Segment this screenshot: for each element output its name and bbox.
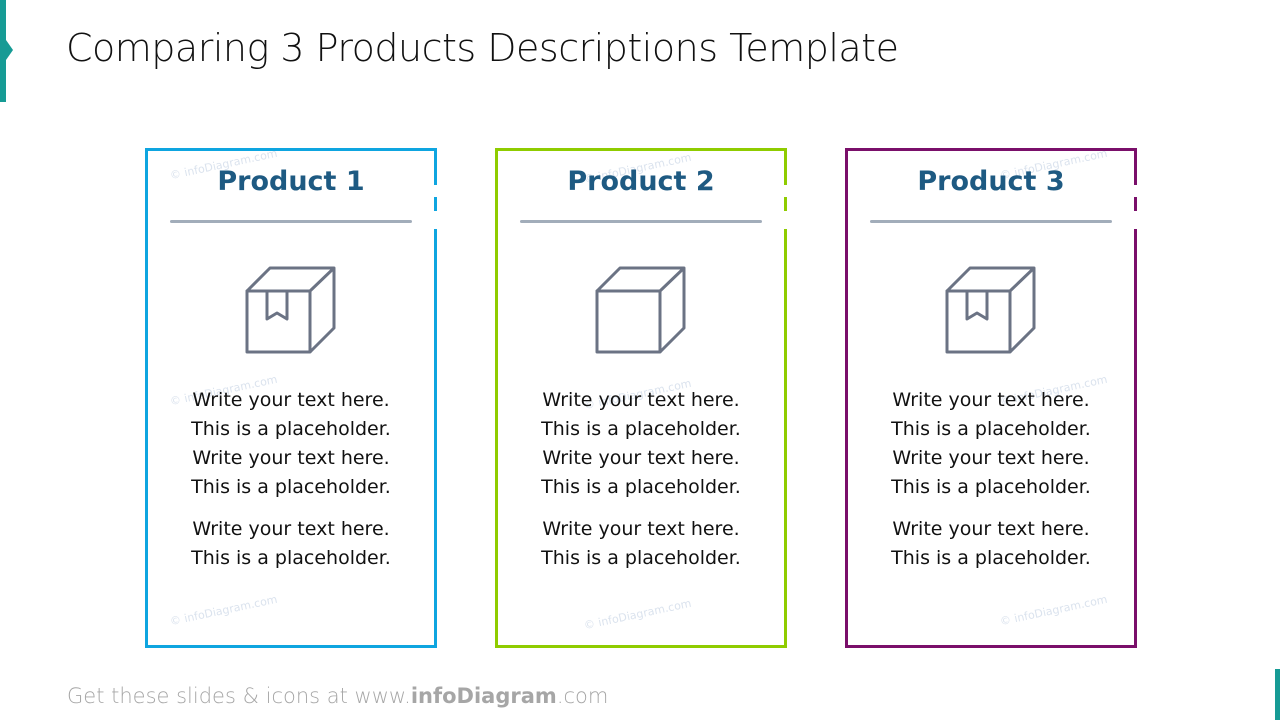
card-border [784,148,787,185]
text-line: Write your text here. [892,518,1090,540]
slide-title: Comparing 3 Products Descriptions Templa… [66,26,899,70]
text-line: Write your text here. [192,518,390,540]
card-border [1134,229,1137,648]
text-line: Write your text here. [542,389,740,411]
text-line: Write your text here. [542,518,740,540]
product-title: Product 3 [917,166,1065,197]
title-divider [520,220,762,223]
text-line: This is a placeholder. [191,547,391,569]
description-paragraph: Write your text here. This is a placehol… [495,386,787,502]
card-border [434,197,437,211]
card-border [845,148,848,648]
text-line: This is a placeholder. [891,476,1091,498]
accent-bar [0,0,6,102]
product-title: Product 1 [217,166,365,197]
box-with-label-icon [245,266,336,354]
card-border [495,148,498,648]
product-description: Write your text here. This is a placehol… [495,386,787,573]
watermark: © infoDiagram.com [168,592,279,629]
product-card-3: © infoDiagram.com © infoDiagram.com © in… [845,147,1137,648]
description-paragraph: Write your text here. This is a placehol… [845,515,1137,573]
description-paragraph: Write your text here. This is a placehol… [495,515,787,573]
card-border [434,148,437,185]
card-border [495,645,787,648]
text-line: This is a placeholder. [541,547,741,569]
watermark: © infoDiagram.com [582,596,693,633]
text-line: Write your text here. [192,447,390,469]
box-with-label-icon [945,266,1036,354]
product-description: Write your text here. This is a placehol… [845,386,1137,573]
card-border [145,645,437,648]
card-border [784,197,787,211]
card-border [784,229,787,648]
description-paragraph: Write your text here. This is a placehol… [845,386,1137,502]
footer-credit: Get these slides & icons at www.infoDiag… [67,684,608,708]
card-border [1134,148,1137,185]
description-paragraph: Write your text here. This is a placehol… [145,515,437,573]
text-line: This is a placeholder. [891,418,1091,440]
card-border [845,645,1137,648]
product-title: Product 2 [567,166,715,197]
card-border [145,148,148,648]
corner-accent-bar [1275,669,1280,720]
text-line: This is a placeholder. [541,476,741,498]
text-line: Write your text here. [542,447,740,469]
product-description: Write your text here. This is a placehol… [145,386,437,573]
footer-brand[interactable]: infoDiagram [410,684,557,708]
card-border [1134,197,1137,211]
text-line: This is a placeholder. [541,418,741,440]
card-border [845,148,1137,151]
product-card-1: © infoDiagram.com © infoDiagram.com © in… [145,147,437,648]
text-line: Write your text here. [192,389,390,411]
text-line: Write your text here. [892,389,1090,411]
text-line: This is a placeholder. [891,547,1091,569]
title-divider [870,220,1112,223]
product-card-2: © infoDiagram.com © infoDiagram.com © in… [495,148,787,648]
footer-suffix: .com [556,684,609,708]
card-border [434,229,437,648]
card-border [495,148,787,151]
watermark: © infoDiagram.com [998,592,1109,629]
description-paragraph: Write your text here. This is a placehol… [145,386,437,502]
title-divider [170,220,412,223]
accent-arrow-icon [6,40,13,60]
text-line: This is a placeholder. [191,476,391,498]
footer-prefix: Get these slides & icons at www. [67,684,411,708]
text-line: Write your text here. [892,447,1090,469]
card-border [145,148,437,151]
box-icon [595,266,686,354]
text-line: This is a placeholder. [191,418,391,440]
